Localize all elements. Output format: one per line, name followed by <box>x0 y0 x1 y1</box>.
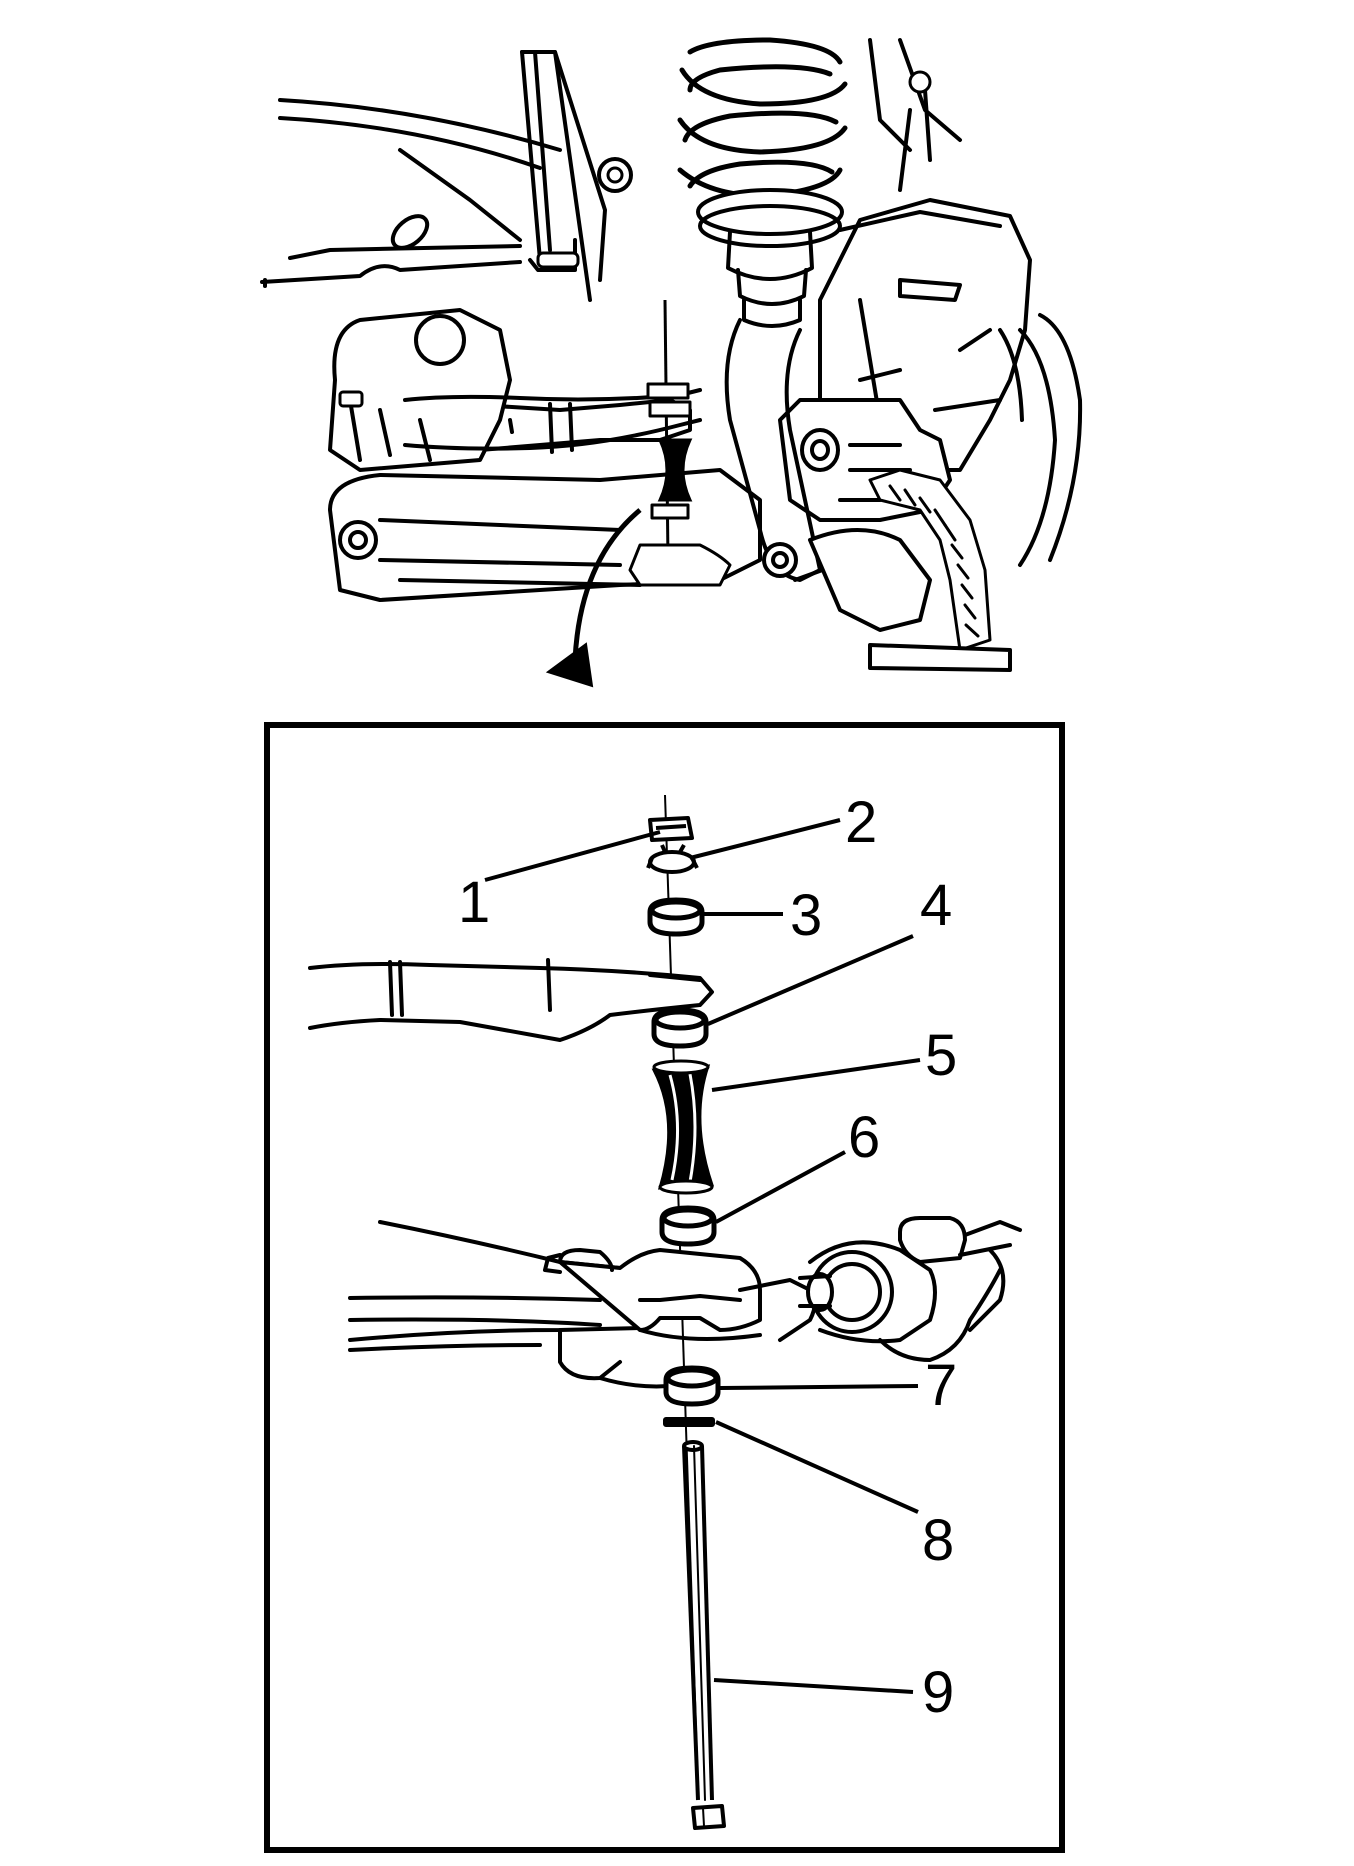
callouts: 1 2 3 4 5 6 7 8 9 <box>458 790 957 1725</box>
part-1-nut <box>648 816 694 842</box>
exploded-view: 1 2 3 4 5 6 7 8 9 <box>308 790 1022 1830</box>
overview-illustration <box>260 37 1083 688</box>
callout-5: 5 <box>925 1023 957 1088</box>
part-2-retainer <box>646 844 699 874</box>
stabilizer-bar-end <box>308 958 714 1042</box>
rotor-vents <box>868 468 992 652</box>
callout-7: 7 <box>925 1353 957 1418</box>
detail-pointer-arrow <box>545 508 642 688</box>
bushing-housing <box>328 308 512 472</box>
frame-rail <box>260 98 562 288</box>
brake-rotor <box>998 313 1083 567</box>
part-5-spacer <box>651 1059 715 1195</box>
callout-9: 9 <box>922 1660 954 1725</box>
stabilizer-link-installed <box>628 299 732 587</box>
detail-frame <box>264 722 1065 1853</box>
trailing-bracket <box>520 50 633 302</box>
knuckle-lower <box>808 528 1012 672</box>
leader-lines <box>484 818 921 1694</box>
part-4-lower-insulator <box>651 1007 709 1049</box>
callout-1: 1 <box>458 870 490 935</box>
frame-slot <box>390 214 430 250</box>
part-3-upper-insulator <box>647 897 705 937</box>
callout-4: 4 <box>920 873 952 938</box>
spring-seat <box>696 188 844 328</box>
callout-6: 6 <box>848 1105 880 1170</box>
callout-3: 3 <box>790 883 822 948</box>
part-6-insulator <box>659 1205 717 1247</box>
callout-2: 2 <box>845 790 877 855</box>
part-7-lower-insulator <box>663 1365 721 1407</box>
lower-control-arm-detail <box>348 1216 1022 1389</box>
stabilizer-bar <box>403 388 702 451</box>
part-8-washer <box>663 1417 715 1427</box>
callout-8: 8 <box>922 1508 954 1573</box>
knuckle <box>868 38 962 192</box>
part-9-bolt <box>682 1440 726 1830</box>
